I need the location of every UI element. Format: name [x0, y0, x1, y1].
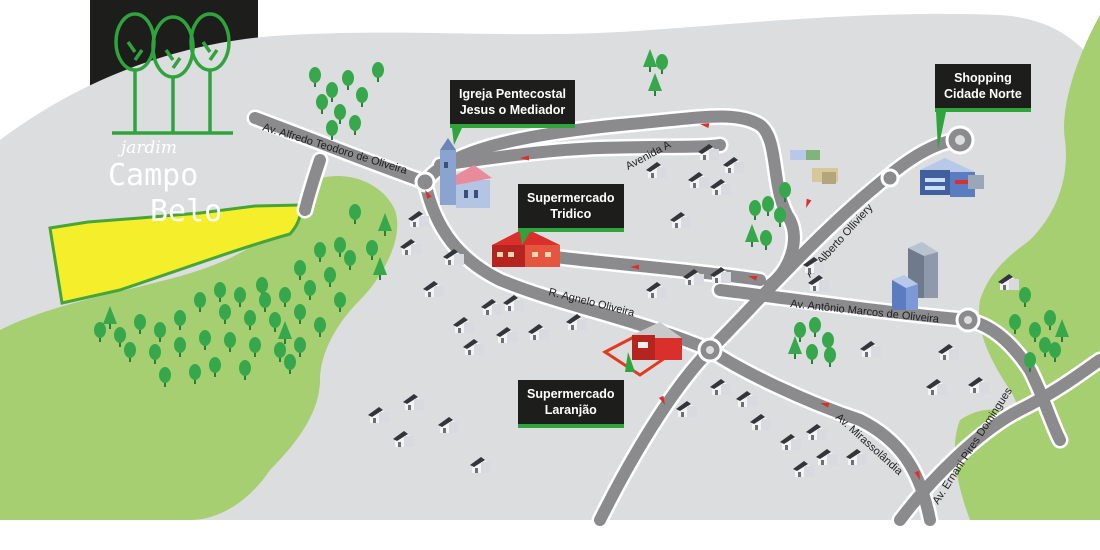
callout-tridico-line2: Tridico [550, 207, 592, 221]
logo-box [90, 0, 258, 234]
callout-laranjao: Supermercado Laranjão [518, 380, 624, 428]
callout-tridico: Supermercado Tridico [518, 184, 624, 232]
logo-tree-emblem [112, 12, 233, 135]
roundabout-icons [414, 125, 981, 363]
callout-igreja-line1: Igreja Pentecostal [459, 87, 566, 101]
callout-tridico-line1: Supermercado [527, 191, 615, 205]
callout-igreja-line2: Jesus o Mediador [459, 103, 566, 117]
green-area-east [979, 15, 1100, 520]
mall-icon [920, 158, 984, 197]
callout-igreja: Igreja Pentecostal Jesus o Mediador [450, 80, 575, 128]
supermarket-tridico-icon [492, 228, 560, 267]
callout-shopping-line2: Cidade Norte [944, 87, 1022, 101]
callout-laranjao-line2: Laranjão [544, 403, 597, 417]
building-icons [790, 150, 938, 310]
church-icon [440, 138, 492, 208]
callout-laranjao-line1: Supermercado [527, 387, 615, 401]
callout-pointers [452, 112, 946, 372]
callout-shopping: Shopping Cidade Norte [935, 64, 1031, 112]
callout-shopping-line1: Shopping [954, 71, 1012, 85]
